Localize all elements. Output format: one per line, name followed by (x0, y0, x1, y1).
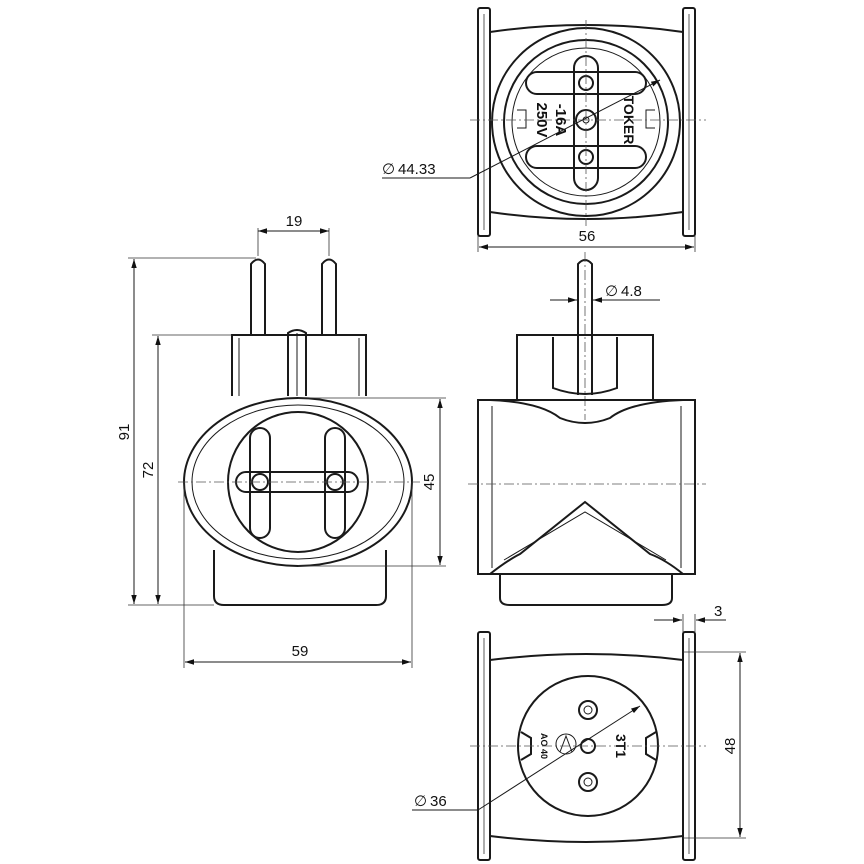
dim-pin-diameter-label: ∅ 4.8 (605, 282, 642, 300)
svg-text:4.8: 4.8 (621, 283, 642, 300)
side-view: ∅ 4.8 (468, 252, 706, 606)
marking-brand: TOKER (621, 96, 637, 145)
cert-mark-logo (555, 733, 577, 755)
svg-text:∅: ∅ (414, 792, 427, 810)
dim-diam-bottom (477, 705, 641, 811)
dim-flange-thickness-label: 3 (714, 603, 722, 620)
svg-text:∅: ∅ (382, 160, 395, 178)
dim-width-front-label: 59 (292, 643, 309, 660)
svg-text:44.33: 44.33 (398, 161, 436, 178)
marking-voltage: 250V (533, 102, 550, 137)
dim-height-body-label: 72 (140, 462, 157, 479)
dim-diam-bottom-label: ∅ 36 (414, 792, 447, 810)
marking-current: -16A (552, 104, 569, 137)
svg-text:∅: ∅ (605, 282, 618, 300)
dim-width-top-label: 56 (579, 228, 596, 245)
bottom-view: AO 40 3T1 3 48 ∅ 36 (412, 603, 746, 861)
front-view: 19 91 72 45 59 (116, 213, 446, 668)
dim-oval-height-label: 45 (421, 474, 438, 491)
dim-diam-top: ∅ 44.33 (382, 160, 436, 178)
dim-pin-spacing-label: 19 (286, 213, 303, 230)
dim-height-total-label: 91 (116, 424, 133, 441)
svg-text:36: 36 (430, 793, 447, 810)
top-view: TOKER -16A 250V ∅ 44.33 56 (382, 7, 706, 252)
dim-height-bottom-label: 48 (722, 738, 739, 755)
